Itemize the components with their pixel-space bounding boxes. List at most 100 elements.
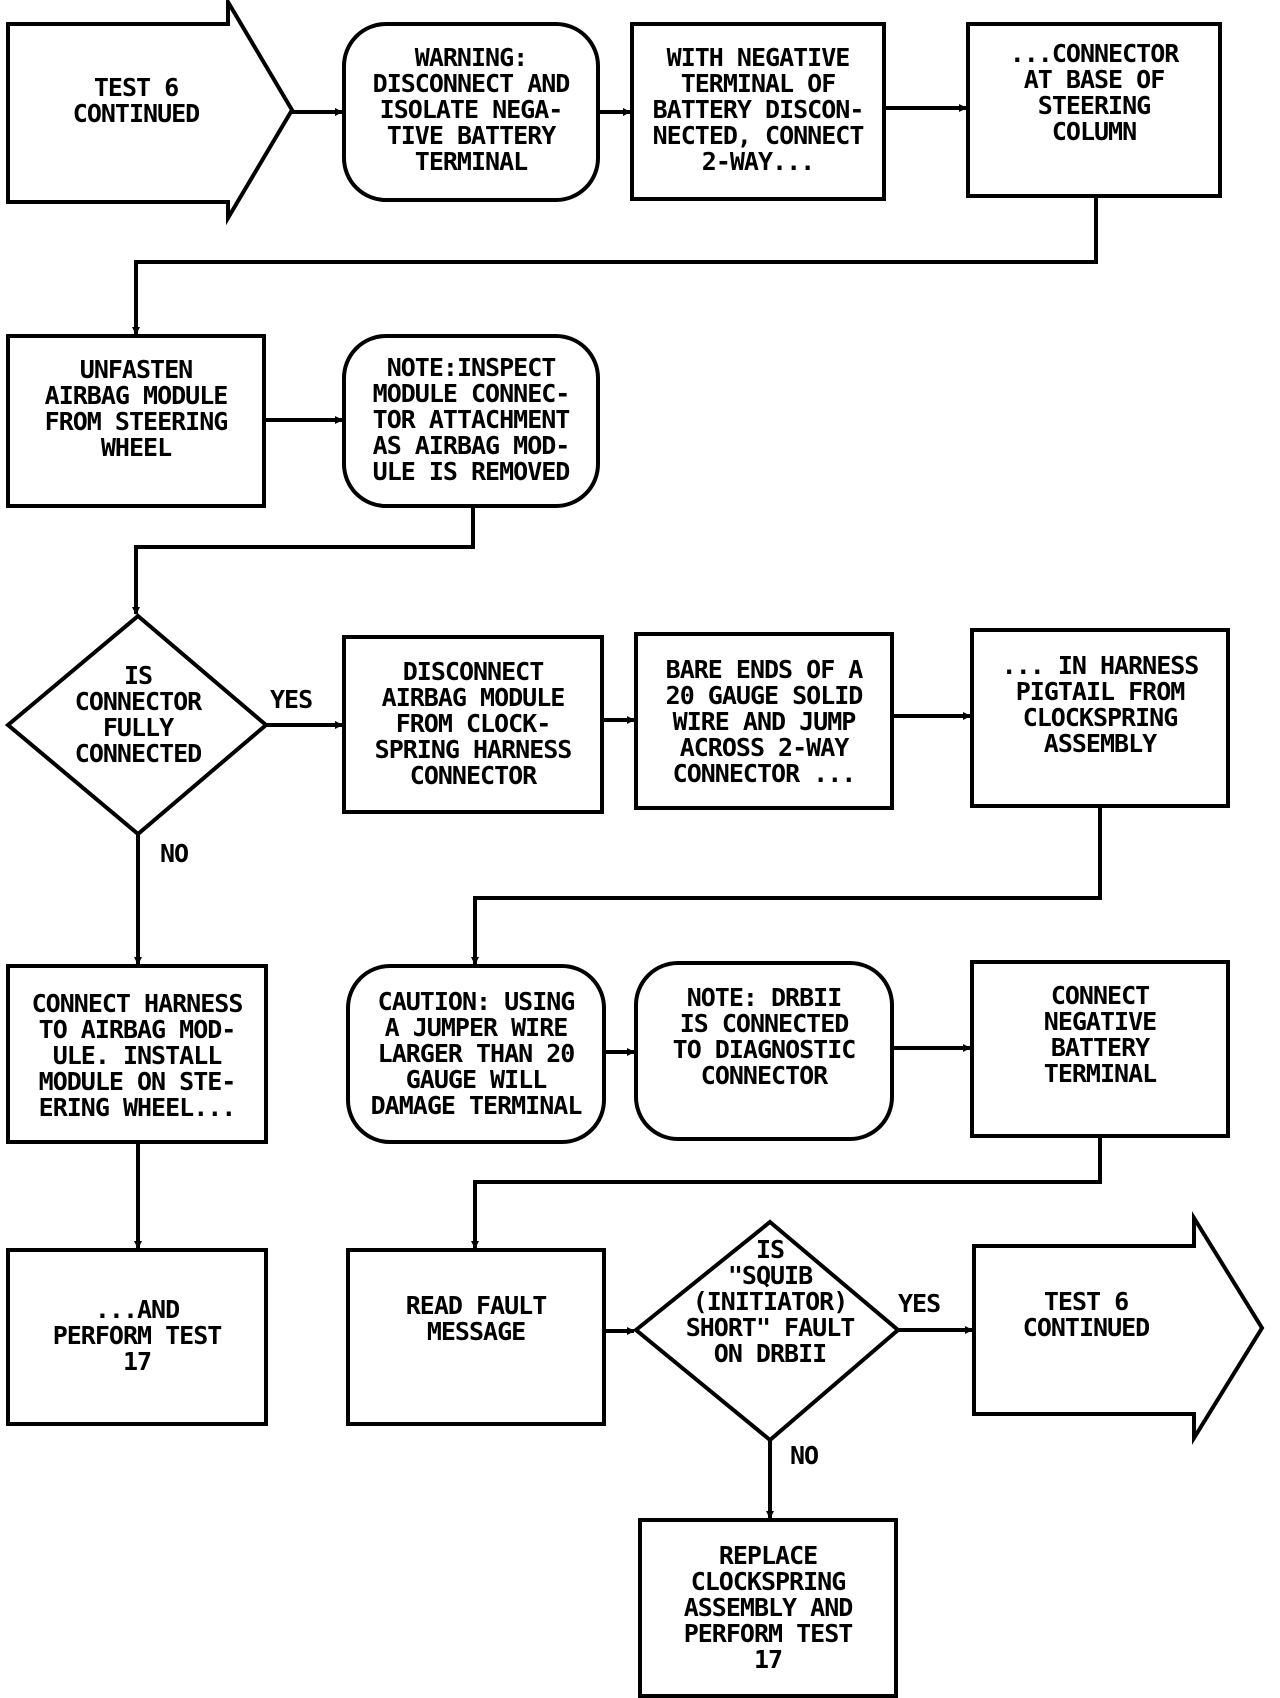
replace-clockspring-box — [638, 1518, 898, 1698]
label-line: ACROSS 2-WAY — [680, 733, 850, 762]
label-line: TO AIRBAG MOD- — [39, 1015, 236, 1044]
end-arrow-shape — [972, 1210, 1265, 1446]
label-line: REPLACE — [719, 1541, 817, 1570]
start-arrow-shape — [6, 0, 295, 226]
label-line: WITH NEGATIVE — [667, 43, 850, 72]
label-line: TERMINAL — [415, 147, 528, 176]
label-line: TEST 6 — [1044, 1287, 1128, 1316]
label-line: NEGATIVE — [1044, 1007, 1156, 1036]
label-line: SHORT" FAULT — [686, 1313, 855, 1342]
label-line: CLOCKSPRING — [1023, 703, 1178, 732]
label-line: ULE. INSTALL — [53, 1041, 223, 1070]
label-line: 2-WAY... — [702, 147, 814, 176]
label-line: STEERING — [1038, 91, 1150, 120]
label-line: WHEEL — [101, 433, 172, 462]
bare-ends-box — [634, 632, 894, 810]
connector-connect-negative-to-read-fault — [471, 1136, 1102, 1249]
label-line: CONNECTED — [75, 739, 201, 768]
label-line: IS CONNECTED — [680, 1009, 849, 1038]
label-line: "SQUIB — [728, 1261, 813, 1290]
label-line: DISCONNECT — [403, 657, 544, 686]
label-line: AS AIRBAG MOD- — [373, 431, 570, 460]
label-line: ...AND — [95, 1295, 179, 1324]
perform-test-17-box — [6, 1248, 268, 1426]
label-line: ...CONNECTOR — [1010, 39, 1181, 68]
label-line: SPRING HARNESS — [375, 735, 572, 764]
label-line: CONNECTOR — [75, 687, 203, 716]
connector-connector-base-to-unfasten — [132, 196, 1098, 335]
label-line: TEST 6 — [94, 73, 178, 102]
label-line: 17 — [754, 1645, 782, 1674]
connector-note-inspect-to-decision — [132, 506, 475, 615]
no-branch-label-1: NO — [160, 839, 188, 868]
label-line: GAUGE WILL — [406, 1065, 547, 1094]
label-line: FROM STEERING — [45, 407, 228, 436]
label-line: IS — [124, 661, 152, 690]
label-line: PERFORM TEST — [53, 1321, 222, 1350]
label-line: CONNECT HARNESS — [32, 989, 243, 1018]
label-line: CAUTION: USING — [378, 987, 575, 1016]
label-line: AIRBAG MODULE — [45, 381, 228, 410]
label-line: 17 — [123, 1347, 151, 1376]
label-line: CLOCKSPRING — [691, 1567, 846, 1596]
label-line: BARE ENDS OF A — [666, 655, 864, 684]
label-line: FROM CLOCK- — [396, 709, 551, 738]
yes-branch-label-1: YES — [270, 685, 312, 714]
connector-in-harness-to-caution — [471, 806, 1102, 965]
label-line: TOR ATTACHMENT — [373, 405, 570, 434]
label-line: MESSAGE — [427, 1317, 525, 1346]
label-line: ASSEMBLY AND — [684, 1593, 853, 1622]
no-branch-label-2: NO — [790, 1441, 818, 1470]
unfasten-box — [6, 334, 266, 508]
connect-negative-box — [970, 960, 1230, 1138]
label-line: IS — [756, 1235, 784, 1264]
label-line: CONNECTOR ... — [673, 759, 856, 788]
label-line: NOTE: DRBII — [687, 983, 842, 1012]
label-line: CONNECTOR — [410, 761, 538, 790]
label-line: (INITIATOR) — [693, 1287, 848, 1316]
label-line: NOTE:INSPECT — [387, 353, 556, 382]
label-line: BATTERY — [1051, 1033, 1150, 1062]
negative-terminal-box — [630, 22, 886, 201]
note-drbii-box — [634, 961, 894, 1141]
label-line: ON DRBII — [714, 1339, 826, 1368]
label-line: CONTINUED — [1023, 1313, 1149, 1342]
label-line: WIRE AND JUMP — [673, 707, 856, 736]
label-line: MODULE CONNEC- — [373, 379, 570, 408]
label-line: CONNECTOR — [701, 1061, 829, 1090]
disconnect-module-box — [342, 635, 604, 814]
label-line: CONNECT — [1051, 981, 1149, 1010]
label-line: TERMINAL OF — [681, 69, 836, 98]
label-line: COLUMN — [1052, 117, 1136, 146]
label-line: READ FAULT — [406, 1291, 547, 1320]
label-line: PERFORM TEST — [684, 1619, 853, 1648]
label-line: TERMINAL — [1044, 1059, 1157, 1088]
label-line: MODULE ON STE- — [39, 1067, 236, 1096]
label-line: DAMAGE TERMINAL — [371, 1091, 583, 1120]
label-line: LARGER THAN 20 — [378, 1039, 575, 1068]
label-line: A JUMPER WIRE — [385, 1013, 568, 1042]
label-line: AT BASE OF — [1024, 65, 1165, 94]
label-line: ERING WHEEL... — [39, 1093, 236, 1122]
label-line: WARNING: — [415, 43, 527, 72]
label-line: ISOLATE NEGA- — [380, 95, 563, 124]
label-line: NECTED, CONNECT — [653, 121, 864, 150]
read-fault-box — [346, 1248, 606, 1426]
connector-base-box — [966, 22, 1222, 198]
